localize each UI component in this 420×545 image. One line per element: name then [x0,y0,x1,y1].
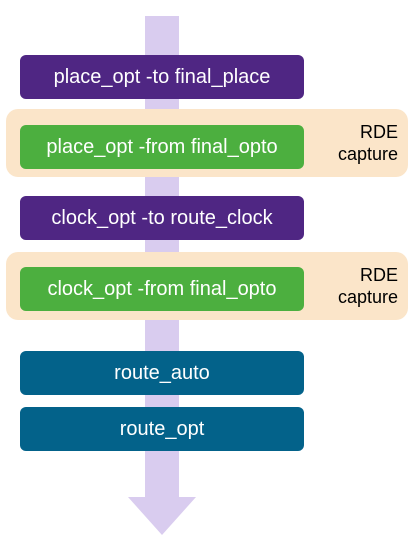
rde-label-line2: capture [337,287,398,307]
rde-capture-label-1: RDE capture [318,121,398,165]
step-route-auto: route_auto [20,351,304,395]
rde-label-line1: RDE [359,122,398,142]
rde-label-line1: RDE [359,265,398,285]
step-clock-opt-to-route-clock: clock_opt -to route_clock [20,196,304,240]
step-clock-opt-from-final-opto: clock_opt -from final_opto [20,267,304,311]
step-place-opt-from-final-opto: place_opt -from final_opto [20,125,304,169]
rde-label-line2: capture [337,144,398,164]
step-route-opt: route_opt [20,407,304,451]
rde-capture-label-2: RDE capture [318,264,398,308]
step-place-opt-to-final-place: place_opt -to final_place [20,55,304,99]
